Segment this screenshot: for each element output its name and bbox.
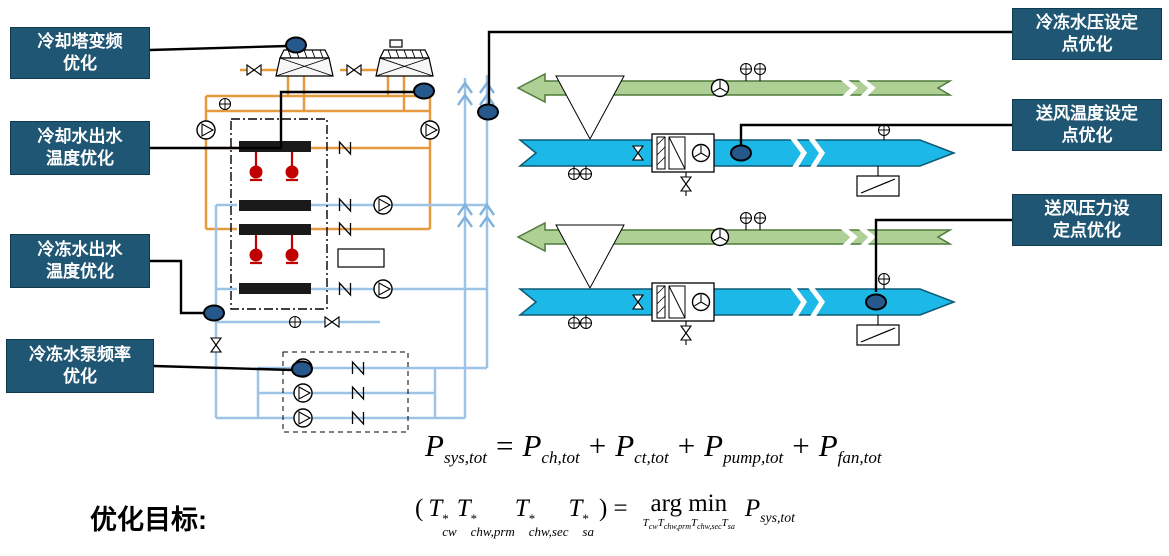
callout-label: 冷冻水出水 温度优化 <box>37 239 123 281</box>
buffer-tank <box>337 248 385 268</box>
formula-operator: = <box>496 428 514 463</box>
ahu-system-1 <box>516 62 957 197</box>
sensor-icon <box>579 316 593 330</box>
callout-label: 冷冻水压设定 点优化 <box>1036 12 1138 54</box>
fan-icon <box>710 78 730 98</box>
pump-icon <box>420 120 440 140</box>
vav-box <box>856 175 900 197</box>
chiller-plant <box>230 118 385 310</box>
callout-label: 送风压力设 定点优化 <box>1044 198 1130 240</box>
pump-icon <box>373 279 393 299</box>
valve-icon <box>210 337 222 353</box>
callout-dot-pump-frequency <box>291 360 313 378</box>
sensor-icon <box>567 316 581 330</box>
callout-supply-air-pressure-setpoint: 送风压力设 定点优化 <box>1012 194 1162 246</box>
ahu-box <box>651 133 715 173</box>
sensor-icon <box>753 211 767 225</box>
pump-icon <box>293 408 313 428</box>
formula-term: Pct,tot <box>615 428 669 468</box>
valve-icon <box>680 325 692 341</box>
callout-dot-cooling-tower <box>285 36 307 54</box>
pump-icon <box>196 120 216 140</box>
cooling-tower-2 <box>375 39 434 77</box>
callout-connectors <box>149 30 1012 372</box>
callout-dot-chilled-water-temp <box>203 304 225 322</box>
formula-operator: + <box>792 428 810 463</box>
sensor-icon <box>739 62 753 76</box>
ahu-system-2 <box>516 211 957 346</box>
compressor-icon <box>285 165 299 179</box>
callout-label: 冷却水出水 温度优化 <box>37 126 123 168</box>
formula-term: Pch,tot <box>522 428 580 468</box>
fan-icon <box>710 227 730 247</box>
compressor-icon <box>249 248 263 262</box>
callout-dot-chw-pressure <box>477 103 499 121</box>
formula-term: Ppump,tot <box>704 428 784 468</box>
formula-term: Pfan,tot <box>818 428 882 468</box>
pump-group <box>282 351 409 433</box>
sensor-icon <box>739 211 753 225</box>
callout-label: 送风温度设定 点优化 <box>1036 103 1138 145</box>
objective-label: 优化目标: <box>90 505 207 535</box>
callout-label: 冷冻水泵频率 优化 <box>29 344 131 386</box>
sensor-icon <box>218 97 232 111</box>
fan-icon <box>691 292 711 312</box>
callout-dot-supply-air-temp <box>730 144 752 162</box>
callout-chilled-water-temp: 冷冻水出水 温度优化 <box>10 234 150 288</box>
pump-icon <box>373 195 393 215</box>
vav-box <box>856 324 900 346</box>
valve-icon <box>346 64 362 76</box>
sensor-icon <box>753 62 767 76</box>
chiller-2 <box>239 224 311 294</box>
callout-supply-air-temp-setpoint: 送风温度设定 点优化 <box>1012 99 1162 151</box>
formula-total-power: Psys,tot=Pch,tot+Pct,tot+Ppump,tot+Pfan,… <box>425 428 882 468</box>
callout-cooling-tower-vfd: 冷却塔变频 优化 <box>10 27 150 79</box>
supply-air-duct <box>517 288 957 316</box>
compressor-icon <box>249 165 263 179</box>
mixing-section <box>555 75 625 141</box>
formula-paren: ) = <box>598 495 628 523</box>
fan-icon <box>691 143 711 163</box>
callout-label: 冷却塔变频 优化 <box>37 31 123 73</box>
formula-operator: + <box>588 428 607 463</box>
compressor-icon <box>285 248 299 262</box>
formula-term: T*cw <box>428 495 457 540</box>
mixing-section <box>555 224 625 290</box>
valve-icon <box>246 64 262 76</box>
formula-term: T*chw,prm <box>456 495 515 540</box>
sensor-icon <box>288 315 302 329</box>
valve-icon <box>680 176 692 192</box>
formula-term: T*chw,sec <box>514 495 569 540</box>
callout-condenser-water-temp: 冷却水出水 温度优化 <box>10 121 150 175</box>
callout-pump-frequency: 冷冻水泵频率 优化 <box>6 339 154 393</box>
sensor-icon <box>877 272 891 286</box>
callout-dots <box>203 36 887 378</box>
chiller-1 <box>239 141 311 211</box>
pump-icon <box>293 383 313 403</box>
formula-term: Psys,tot <box>425 428 487 468</box>
formula-term: T*sa <box>568 495 594 540</box>
ahu-box <box>651 282 715 322</box>
callout-chw-pressure-setpoint: 冷冻水压设定 点优化 <box>1012 8 1162 60</box>
callout-dot-condenser-water <box>413 82 435 100</box>
formula-paren: ( <box>415 495 424 523</box>
sensor-icon <box>579 167 593 181</box>
formula-term: Psys,tot <box>744 495 795 526</box>
formula-operator: + <box>677 428 696 463</box>
callout-dot-supply-air-pressure <box>865 293 887 311</box>
sensor-icon <box>567 167 581 181</box>
valve-icon <box>324 316 340 328</box>
